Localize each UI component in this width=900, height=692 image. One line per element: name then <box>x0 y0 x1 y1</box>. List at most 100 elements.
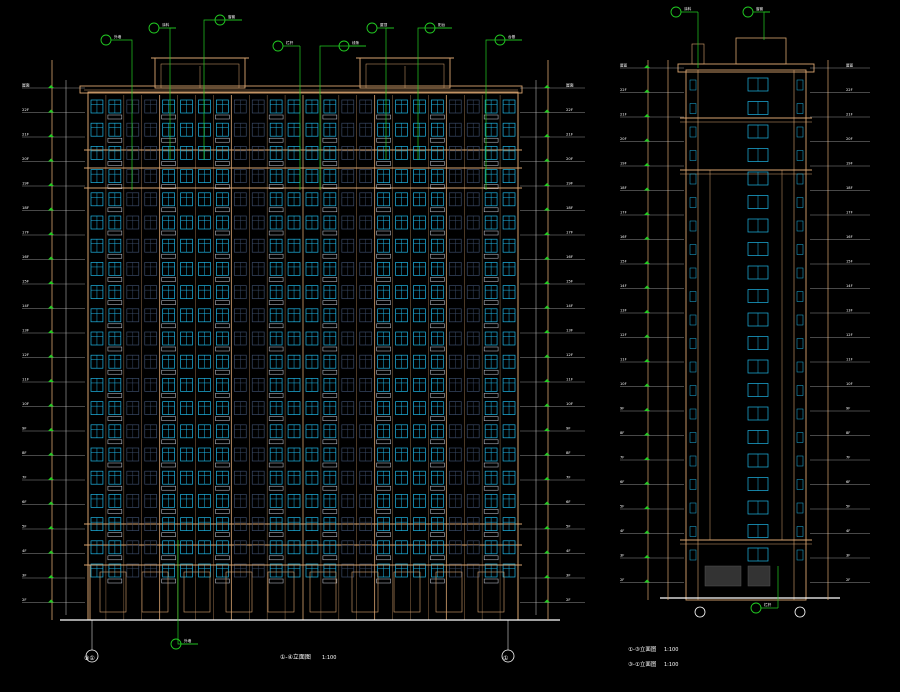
balcony-rail <box>215 161 230 166</box>
balcony-rail <box>430 323 445 329</box>
level-label: 12F <box>566 352 573 357</box>
level-marker <box>544 183 550 186</box>
balcony-rail <box>483 346 499 352</box>
balcony-rail <box>268 532 284 537</box>
level-marker <box>544 501 550 505</box>
side-window-small <box>689 79 697 91</box>
level-marker <box>544 354 550 358</box>
level-marker <box>48 158 54 162</box>
balcony-rail <box>322 230 338 236</box>
balcony-rail <box>430 137 445 143</box>
front-elevation-scale: 1:100 <box>322 655 336 661</box>
balcony-rail <box>161 393 176 398</box>
level-label: 21F <box>22 132 29 137</box>
level-label: 16F <box>846 235 853 239</box>
balcony-rail <box>268 369 284 375</box>
level-marker <box>48 379 54 382</box>
level-label: 4F <box>22 548 27 553</box>
balcony-rail <box>430 462 445 468</box>
base-opening <box>99 571 127 613</box>
front-axis-left-label: ③① <box>84 655 95 662</box>
balcony-rail <box>161 137 176 143</box>
balcony-rail <box>161 323 176 329</box>
front-elevation-title: ①-④立面图 <box>280 653 311 661</box>
level-marker <box>644 432 650 436</box>
balcony-rail <box>107 416 123 421</box>
callout-leader <box>177 540 198 645</box>
level-marker <box>644 579 650 583</box>
balcony-rail <box>430 509 445 514</box>
balcony-rail <box>107 207 123 213</box>
level-marker <box>544 256 550 260</box>
level-marker <box>544 85 550 88</box>
side-window-small <box>796 291 804 302</box>
level-label: 12F <box>846 333 853 337</box>
level-label: 11F <box>620 358 627 362</box>
side-window-small <box>796 150 804 161</box>
balcony-rail <box>430 300 445 305</box>
level-label: 4F <box>566 548 571 553</box>
balcony-rail <box>161 114 176 120</box>
balcony-rail <box>268 253 284 259</box>
side-window-small <box>689 103 697 114</box>
balcony-rail <box>161 253 176 259</box>
level-marker <box>48 452 54 456</box>
level-marker <box>544 134 550 137</box>
balcony-rail <box>322 300 338 305</box>
level-label: 21F <box>566 132 573 137</box>
front-cornice <box>79 85 523 94</box>
callout-leader <box>763 11 770 40</box>
balcony-rail <box>376 369 391 375</box>
side-elevation-title-b: ③-①立面图 <box>628 660 657 668</box>
level-label: 5F <box>22 524 27 529</box>
balcony-rail <box>161 462 176 468</box>
balcony-rail <box>376 532 391 537</box>
level-label: 14F <box>846 284 853 288</box>
side-window-small <box>689 408 697 420</box>
level-label: 19F <box>620 162 627 166</box>
level-label: 6F <box>846 480 850 484</box>
callout-bubble <box>750 602 762 614</box>
balcony-rail <box>430 393 445 398</box>
green-callouts: 外墙涂料窗套栏杆线条屋顶阳台台基外墙涂料窗套栏杆 <box>100 6 779 650</box>
balcony-rail <box>268 555 284 561</box>
level-label: 22F <box>566 107 573 112</box>
balcony-rail <box>107 277 123 282</box>
side-window-small <box>689 432 697 443</box>
base-opening <box>267 571 295 613</box>
level-label: 22F <box>22 107 29 112</box>
balcony-rail <box>215 114 230 120</box>
level-label: 3F <box>620 554 624 558</box>
level-label: 11F <box>846 358 853 362</box>
callout-label: 台基 <box>508 34 516 39</box>
level-marker <box>644 65 650 68</box>
balcony-rail <box>322 485 338 491</box>
balcony-rail <box>430 439 445 445</box>
level-marker <box>644 138 650 142</box>
callout-bubble <box>366 22 378 34</box>
level-marker <box>48 403 54 407</box>
side-window-small <box>689 361 697 373</box>
level-label: 19F <box>846 162 853 166</box>
balcony-rail <box>483 277 499 282</box>
balcony-rail <box>107 532 123 537</box>
balcony-rail <box>107 300 123 305</box>
level-marker <box>48 109 54 113</box>
level-label: 12F <box>620 333 627 337</box>
level-marker <box>48 428 54 431</box>
side-window-small <box>796 197 804 208</box>
balcony-rail <box>322 555 338 561</box>
balcony-rail <box>215 230 230 236</box>
level-label: 21F <box>846 113 853 117</box>
balcony-rail <box>430 161 445 166</box>
side-window-small <box>689 150 697 161</box>
level-label: 17F <box>22 230 29 235</box>
level-label: 14F <box>566 303 573 308</box>
side-elevation <box>660 37 840 618</box>
side-roof-box <box>735 37 787 65</box>
level-label: 12F <box>22 352 29 357</box>
balcony-rail <box>483 114 499 120</box>
level-label: 10F <box>566 401 573 406</box>
